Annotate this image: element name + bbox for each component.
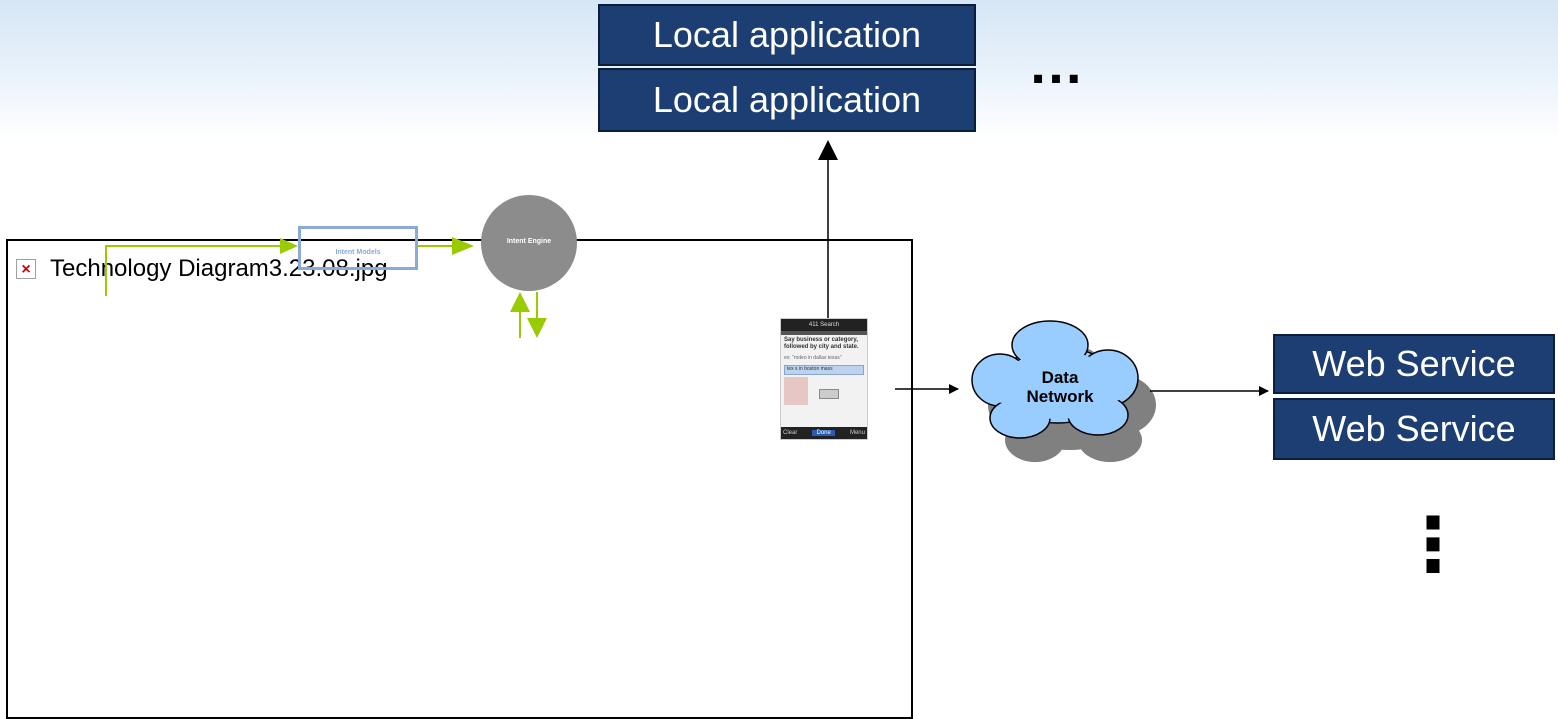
phone-bottom-bar: Clear Done Menu xyxy=(781,427,867,439)
broken-image-x-icon: × xyxy=(16,259,36,279)
intent-engine-circle xyxy=(481,195,577,291)
data-network-label-line2: Network xyxy=(1026,387,1094,406)
web-service-label-1: Web Service xyxy=(1312,343,1516,384)
data-network-label: Data Network xyxy=(1010,368,1110,406)
phone-example: ex: "rodeo in dallas texas" xyxy=(784,355,842,361)
intent-engine-label: Intent Engine xyxy=(506,238,552,245)
intent-models-box: Intent Models xyxy=(298,226,418,270)
phone-headline: Say business or category, followed by ci… xyxy=(784,337,859,350)
phone-done: Done xyxy=(812,430,835,436)
phone-picker xyxy=(784,377,808,405)
phone-screenshot: 411 Search Say business or category, fol… xyxy=(780,318,868,440)
green-down-arrowhead xyxy=(527,318,547,338)
data-network-label-line1: Data xyxy=(1041,368,1079,387)
green-arrowhead-engine xyxy=(452,237,474,255)
phone-indicator xyxy=(781,331,867,335)
green-arrowhead-left xyxy=(280,238,298,254)
intent-models-label: Intent Models xyxy=(335,249,381,256)
web-service-box-2: Web Service xyxy=(1273,398,1555,460)
phone-input: tex s in boston mass xyxy=(784,365,864,375)
phone-button xyxy=(818,389,839,399)
up-arrowhead-local-apps xyxy=(818,140,838,160)
vertical-ellipsis: ⋮ xyxy=(1396,503,1470,586)
phone-menu: Menu xyxy=(849,430,865,436)
local-application-label-1: Local application xyxy=(652,14,922,55)
local-application-box-2: Local application xyxy=(598,68,976,132)
phone-clear: Clear xyxy=(783,430,798,436)
green-up-arrowhead xyxy=(510,292,530,312)
local-application-box-1: Local application xyxy=(598,4,976,66)
green-connector-left xyxy=(105,245,296,296)
top-ellipsis: … xyxy=(1028,32,1084,95)
phone-title-bar: 411 Search xyxy=(781,319,867,331)
web-service-box-1: Web Service xyxy=(1273,334,1555,394)
local-application-label-2: Local application xyxy=(652,79,922,120)
web-service-label-2: Web Service xyxy=(1312,408,1516,449)
